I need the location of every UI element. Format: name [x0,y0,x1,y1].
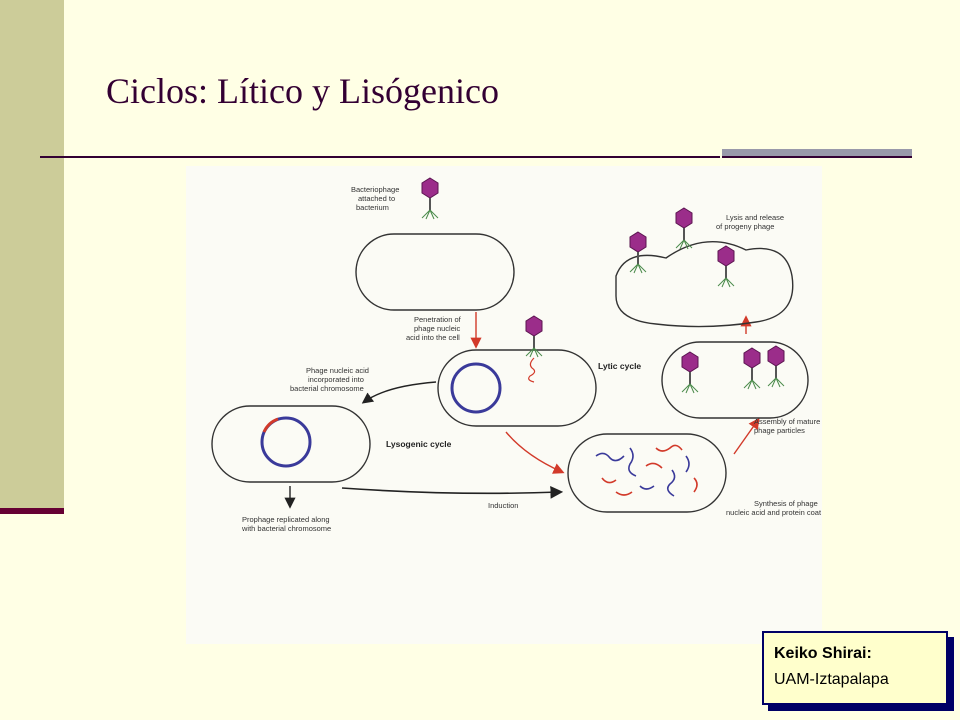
arrow-induction [341,485,564,499]
phage-nucleic-acid [528,357,536,383]
bacterium-cell-penetration [437,349,597,427]
arrow-incorporation [361,381,437,404]
label-attached: Bacteriophage attached to bacterium [351,185,401,212]
credit-name: Keiko Shirai: [774,645,872,662]
nucleic-acid-fragments [595,444,698,497]
diagram-svg: Bacteriophage attached to bacterium Pene… [211,177,822,533]
bacterial-chromosome [450,362,502,414]
phage-icon [681,351,699,394]
label-incorporated: Phage nucleic acid incorporated into bac… [290,366,371,393]
label-assembly: Assembly of mature phage particles [754,417,822,435]
bacterium-cell-lysogenic [211,405,371,483]
title-rule-accent-line [722,156,912,158]
arrow-assembly [733,417,760,455]
label-synthesis: Synthesis of phage nucleic acid and prot… [726,499,822,517]
bacterium-cell-assembly [661,341,809,419]
phage-icon [767,345,785,388]
slide-title: Ciclos: Lítico y Lisógenico [106,71,499,111]
label-penetration: Penetration of phage nucleic acid into t… [406,315,463,342]
label-lysogenic-cycle: Lysogenic cycle [386,439,452,449]
lysed-cell [615,240,794,328]
prophage-segment [262,417,279,433]
title-rule-accent [722,149,912,157]
phage-icon [525,315,543,358]
label-prophage: Prophage replicated along with bacterial… [241,515,332,533]
label-lytic-cycle: Lytic cycle [598,361,641,371]
left-accent-bar [0,0,64,510]
phage-icon [717,245,735,288]
credit-box: Keiko Shirai: UAM-Iztapalapa [762,631,948,705]
phage-icon [675,207,693,250]
label-lysis: Lysis and release of progeny phage [716,213,786,231]
credit-affiliation: UAM-Iztapalapa [774,671,889,688]
phage-cycle-diagram: Bacteriophage attached to bacterium Pene… [186,166,822,644]
title-rule [40,156,720,158]
label-induction: Induction [488,501,518,510]
bacterial-chromosome [260,416,312,468]
arrow-lytic-synthesis [505,431,565,474]
bacterium-cell-attachment [355,233,515,311]
phage-icon [629,231,647,274]
bacterium-cell-synthesis [567,433,727,513]
left-accent-bar-base [0,508,64,514]
phage-icon [421,177,439,220]
phage-icon [743,347,761,390]
